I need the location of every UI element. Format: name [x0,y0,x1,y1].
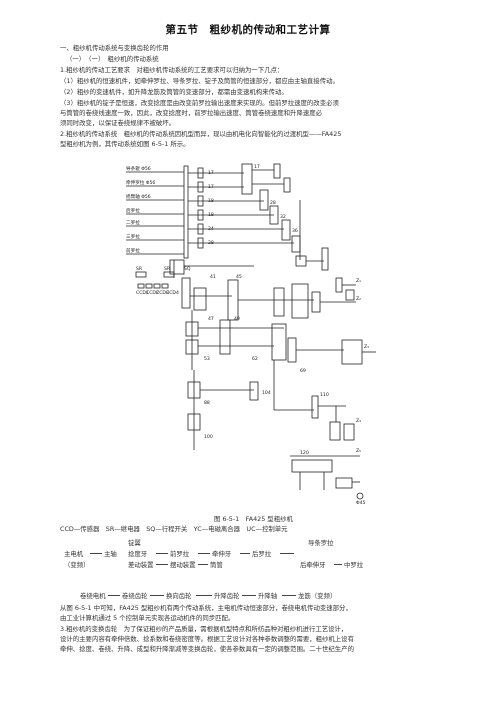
flow-connector [150,595,164,596]
tooth-label: 18 [208,198,214,204]
flow-diff: 差动装置 [128,561,154,569]
diagram-label: 导条辊 Φ56 [126,165,151,172]
flow-lift-shaft: 升降轴 [258,592,278,600]
diagram-label: 牵伸罗拉 Φ56 [126,179,155,186]
flow-variable: （变频） [64,561,90,569]
flow-wind-gear: 卷绕齿轮 [122,592,148,600]
flow-back-draft: 后牵伸牙 [300,561,326,569]
diagram-label: 后罗拉 [126,207,140,214]
tooth-label: 32 [280,214,286,220]
flow-main-motor: 主电机 [64,550,84,558]
paragraph: 牵伸、捻度、卷绕、升降、成型和升降渐减等变换齿轮，使各参数具有一定的调整范围。二… [60,645,354,653]
sensor-label: SR [164,266,171,272]
tooth-label: 110 [320,392,329,398]
flow-connector [334,564,342,565]
flow-connector [240,553,250,554]
sensor-label: CCD2 [146,290,159,296]
tooth-label: 120 [300,450,309,456]
figure-caption: 图 6-5-1 FA425 型粗纱机 [214,515,293,523]
tooth-label: 17 [208,170,214,176]
paragraph: 从图 6-5-1 中可知，FA425 型粗纱机有两个传动系统，主电机传动恒速部分… [60,604,352,612]
diagram-label: 三罗拉 [126,233,140,240]
tooth-label: 47 [208,316,214,322]
sensor-label: SQ [184,266,191,272]
flow-main-shaft: 主轴 [104,550,117,558]
flow-connector [90,553,102,554]
paragraph: 型粗纱机为例，其传动系统如图 6-5-1 所示。 [60,140,190,148]
figure-legend: CCD—传感器 SR—继电器 SQ—行程开关 YC—电磁离合器 UC—控制单元 [60,525,288,533]
flow-connector [198,553,210,554]
sensor-label: CCD4 [166,290,179,296]
gear-label: Z₄ [356,418,361,424]
gear-label: Z₁ [356,278,361,284]
tooth-label: 88 [204,400,210,406]
paragraph: （2）粗纱的变速机件，如升降龙筋及筒管的变速部分，都需由变速机构来传动。 [60,88,288,96]
tooth-label: 49 [234,316,240,322]
gear-label: Φ45 [356,500,366,506]
flow-middle-roller: 中罗拉 [344,561,364,569]
flow-front-roller: 前罗拉 [170,550,190,558]
diagram-label: 摇臂轴 Φ56 [126,193,151,200]
tooth-label: 28 [270,200,276,206]
tooth-label: 28 [208,240,214,246]
gear-label: Z₅ [356,448,361,454]
tooth-label: 18 [208,212,214,218]
sensor-label: SR [136,266,143,272]
flow-rail: 龙筋（变频） [298,592,337,600]
heading-1-1: （一） （一） 粗纱机的传动系统 [66,55,159,63]
tooth-label: 36 [292,228,298,234]
flow-twist-gear: 捻度牙 [128,550,148,558]
paragraph: 须同时改变，以保证卷绕规律不被破坏。 [60,119,176,127]
paragraph: 由工业计算机通过 5 个控制单元实现各运动机件的同步匹配。 [60,614,235,622]
section-title: 第五节 粗纱机的传动和工艺计算 [165,24,331,36]
paragraph: 设计的主要内容有牵伸倍数、捻系数和卷绕密度等。根据工艺设计对各种参数调整的需要，… [60,635,354,643]
flow-draft-gear: 牵伸牙 [212,550,232,558]
tooth-label: 69 [300,368,306,374]
gear-label: Z₂ [356,296,361,302]
tooth-label: 45 [236,274,242,280]
sensor-label: CCD3 [156,290,169,296]
diagram-label: 前罗拉 [126,247,140,254]
tooth-label: 62 [252,356,258,362]
flow-connector [242,595,256,596]
transmission-diagram: 导条辊 Φ56 牵伸罗拉 Φ56 摇臂轴 Φ56 后罗拉 二罗拉 三罗拉 前罗拉… [126,163,376,506]
paragraph: 1.粗纱机的传动工艺要求 对粗纱机传动系统的工艺要求可以归纳为一下几点： [60,66,284,74]
tooth-label: 17 [254,164,260,170]
tooth-label: 53 [204,356,210,362]
flow-connector [196,595,212,596]
flow-swing: 摆动装置 [170,561,196,569]
gear-label: Z₃ [364,344,369,350]
flow-connector [156,553,168,554]
flow-reverse-gear: 换向齿轮 [166,592,192,600]
flow-bobbin: 筒管 [210,561,223,569]
sensor-label: CCD1 [136,290,149,296]
tooth-label: 41 [210,274,216,280]
paragraph: （1）粗纱机的恒速机件，如牵伸罗拉、导条罗拉、锭子及筒管的恒速部分，都应由主轴直… [60,77,339,85]
flow-connector [282,595,296,596]
flow-connector [198,564,208,565]
flow-wind-motor: 卷绕电机 [80,592,106,600]
flow-lift-gear: 升降齿轮 [214,592,240,600]
tooth-label: 17 [208,184,214,190]
paragraph: 2.粗纱机的传动系统 粗纱机的传动系统因机型而异，现以由机电化向智能化的过渡机型… [60,130,342,138]
tooth-label: 104 [262,390,271,396]
flow-connector [108,595,120,596]
heading-1: 一、粗纱机传动系统与变换齿轮的作用 [60,44,169,52]
flow-connector [156,564,168,565]
paragraph: 与筒管的卷绕线速度一致，因此，改变捻度时，前罗拉输出速度、筒管卷绕速度和升降速度… [60,109,323,117]
diagram-label: 二罗拉 [126,219,140,226]
flow-back-roller: 后罗拉 [252,550,272,558]
tooth-label: 24 [208,226,214,232]
tooth-label: 100 [204,434,213,440]
paragraph: 3.粗纱机的变换齿轮 为了保证粗纱的产品质量，需根据机型特点和所纺品种对粗纱机进… [60,625,348,633]
paragraph: （3）粗纱机的锭子是恒速，改变捻度是由改变前罗拉输出速度来实现的。但前罗拉速度的… [60,99,339,107]
flow-spindle: 锭翼 [128,539,141,547]
flow-guide-roller: 导条罗拉 [308,539,334,547]
flow-connector [280,553,294,554]
